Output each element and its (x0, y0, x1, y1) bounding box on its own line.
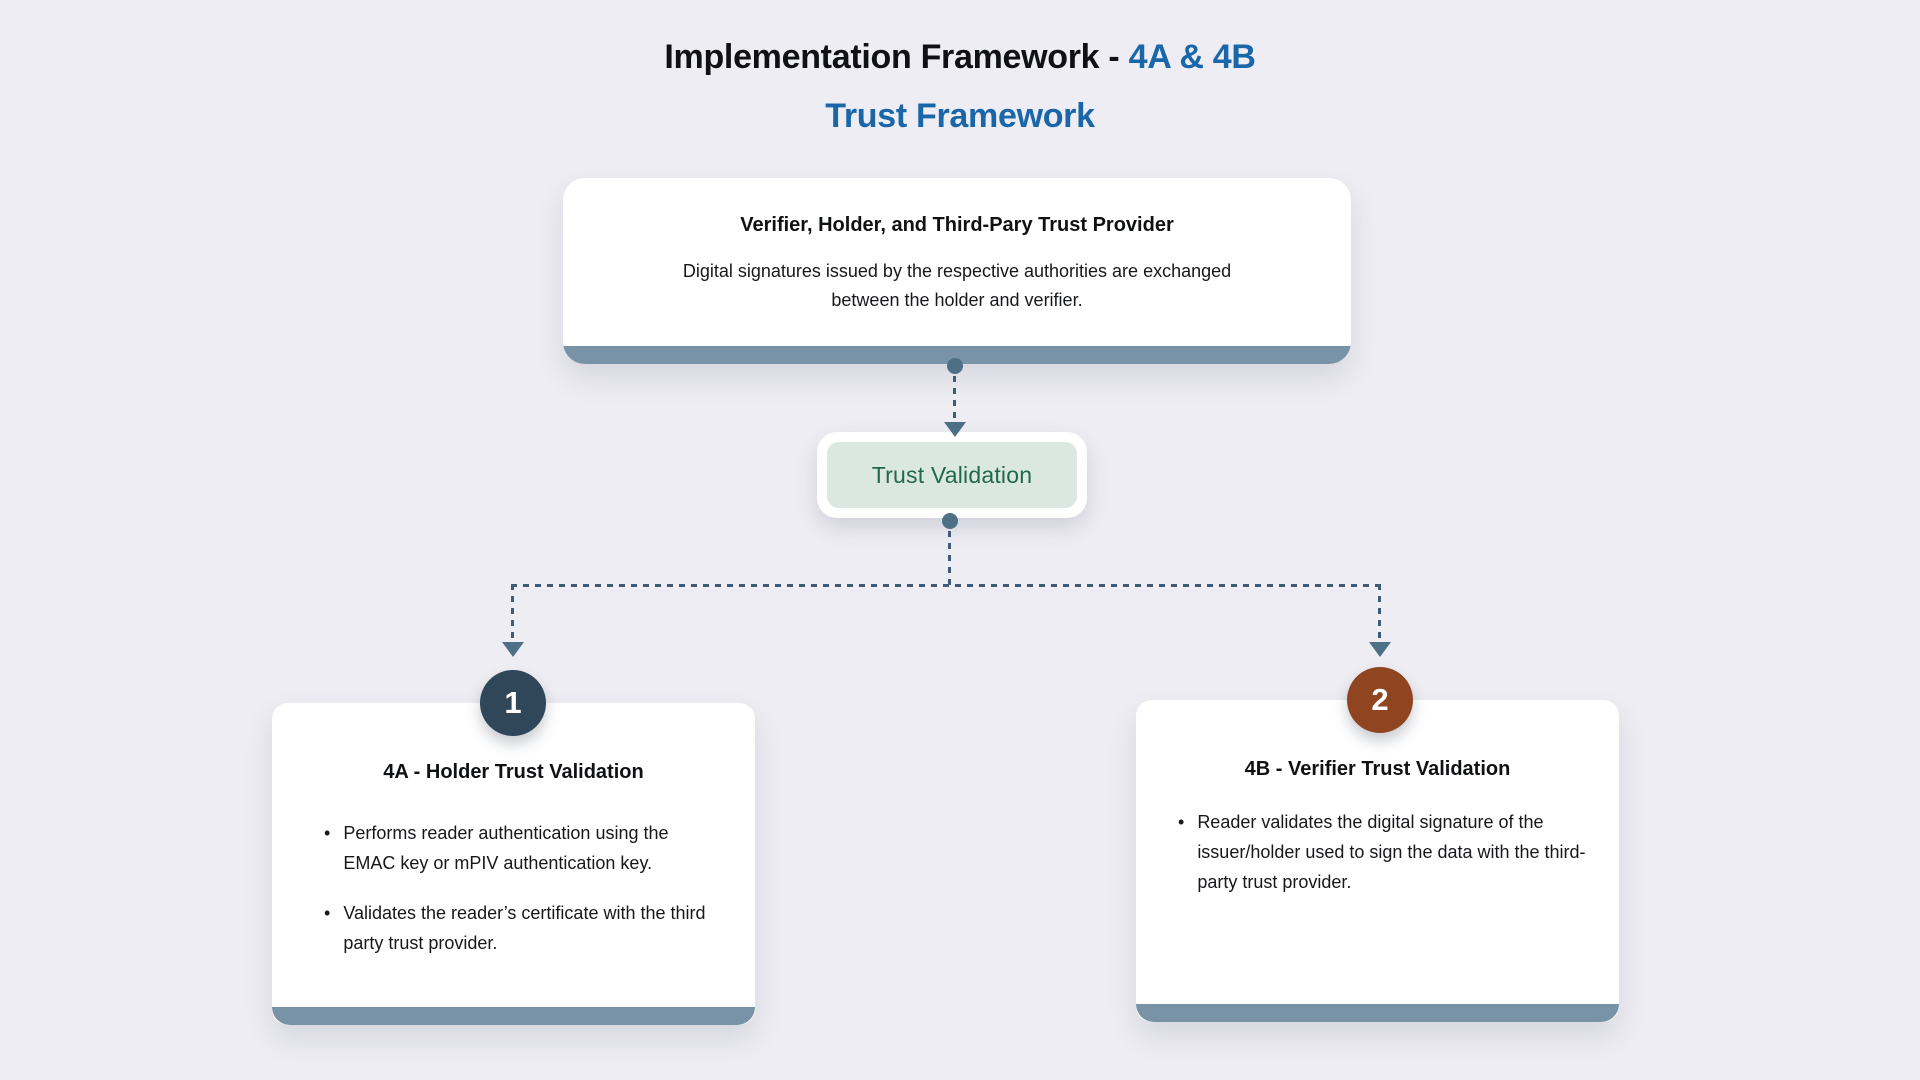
connector-dashed-line (511, 584, 514, 640)
holder-card-title: 4A - Holder Trust Validation (383, 761, 644, 783)
arrow-down-icon (1369, 642, 1391, 657)
verifier-card-title: 4B - Verifier Trust Validation (1244, 758, 1511, 780)
bullet-icon: • (324, 823, 331, 843)
connector-dashed-line (953, 376, 956, 422)
connector-dot (942, 513, 958, 529)
connector-dashed-line (511, 584, 1381, 587)
list-item: • Validates the reader’s certificate wit… (324, 898, 755, 958)
bullet-text: Performs reader authentication using the… (343, 823, 669, 873)
list-item: • Reader validates the digital signature… (1178, 807, 1619, 897)
connector-dashed-line (948, 531, 951, 585)
verifier-card-bullets: • Reader validates the digital signature… (1178, 807, 1619, 897)
verifier-holder-card-title: Verifier, Holder, and Third-Pary Trust P… (740, 214, 1174, 236)
page-title-black: Implementation Framework - (664, 38, 1129, 76)
card-bottom-bar (1136, 1004, 1619, 1022)
bullet-text: Validates the reader’s certificate with … (343, 903, 706, 953)
arrow-down-icon (502, 642, 524, 657)
bullet-text: Reader validates the digital signature o… (1197, 812, 1586, 892)
bullet-icon: • (324, 903, 331, 923)
verifier-holder-card: Verifier, Holder, and Third-Pary Trust P… (563, 178, 1351, 364)
bullet-icon: • (1178, 812, 1185, 832)
holder-trust-validation-card: 4A - Holder Trust Validation • Performs … (272, 703, 755, 1025)
verifier-trust-validation-card: 4B - Verifier Trust Validation • Reader … (1136, 700, 1619, 1022)
step-2-badge: 2 (1347, 667, 1413, 733)
card-bottom-bar (563, 346, 1351, 364)
connector-dot (947, 358, 963, 374)
step-1-badge: 1 (480, 670, 546, 736)
page-title-blue: 4A & 4B (1128, 38, 1256, 76)
page-title: Implementation Framework - 4A & 4B (0, 38, 1920, 77)
list-item: • Performs reader authentication using t… (324, 818, 755, 878)
connector-dashed-line (1378, 584, 1381, 640)
trust-validation-node: Trust Validation (817, 432, 1087, 518)
arrow-down-icon (944, 422, 966, 437)
verifier-holder-card-body: Digital signatures issued by the respect… (682, 261, 1232, 310)
holder-card-bullets: • Performs reader authentication using t… (324, 818, 755, 958)
page-subtitle: Trust Framework (825, 97, 1095, 135)
card-bottom-bar (272, 1007, 755, 1025)
trust-validation-label: Trust Validation (827, 442, 1077, 508)
